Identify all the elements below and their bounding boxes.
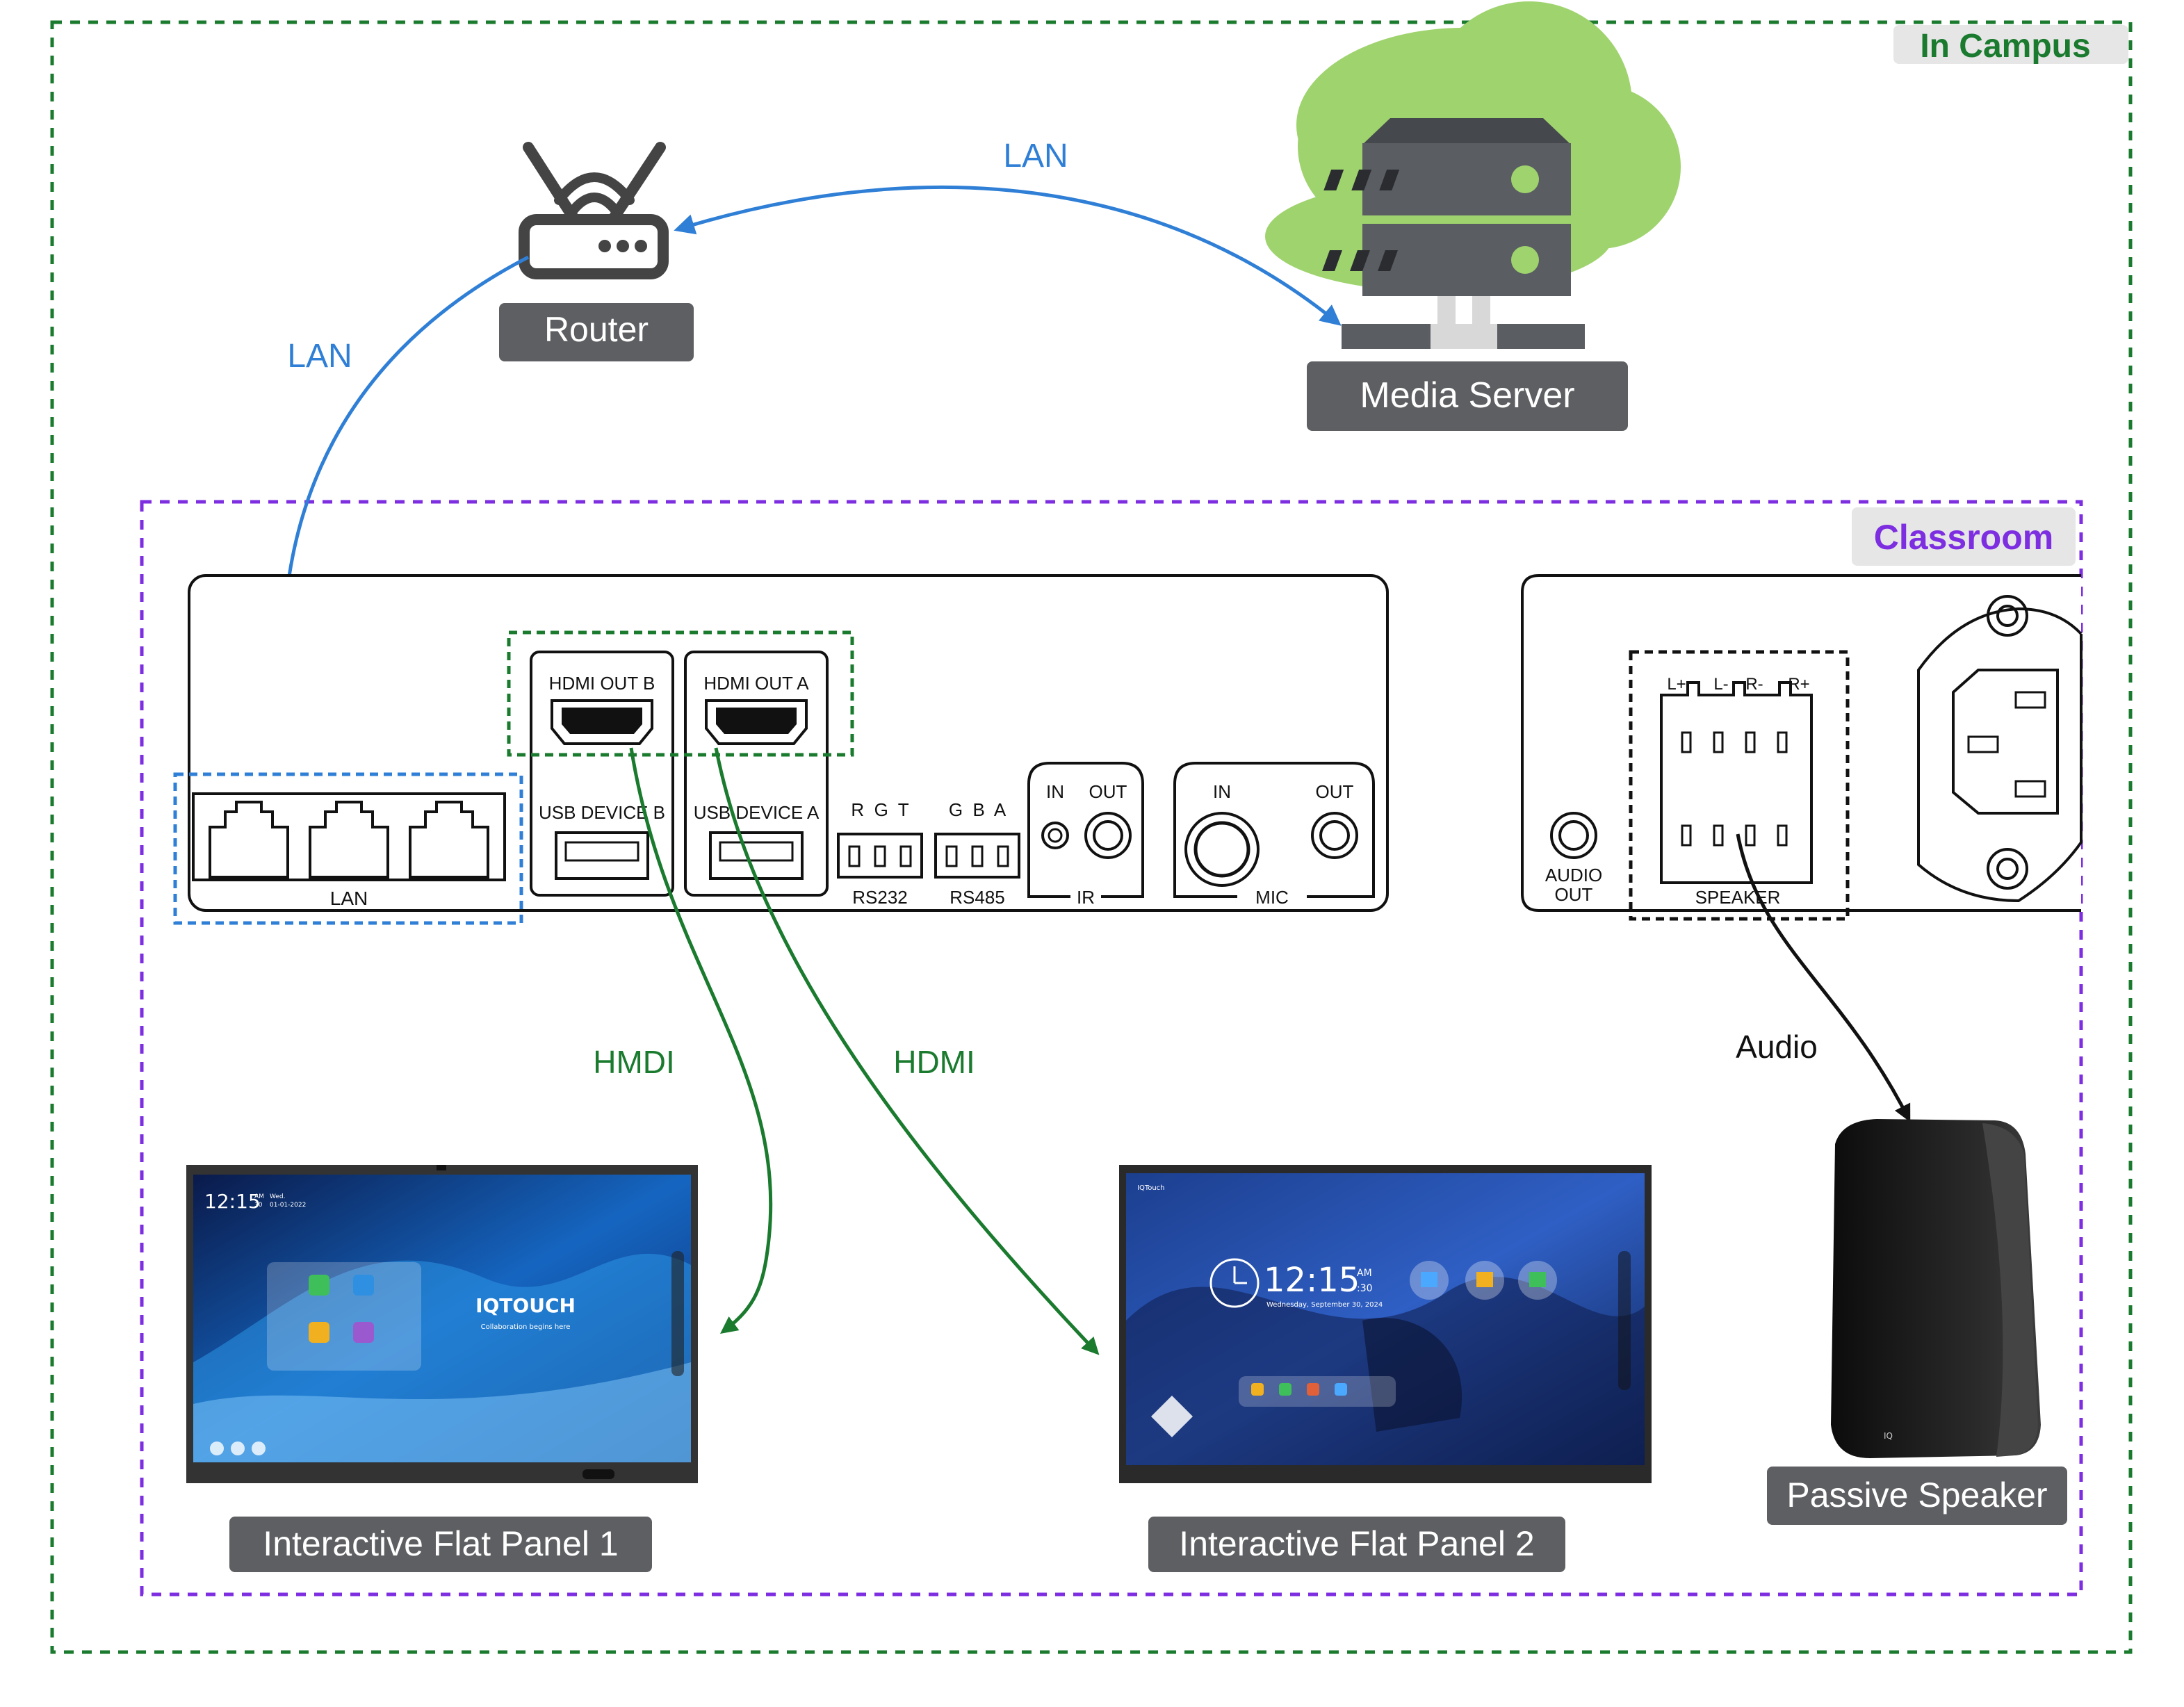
audio-out-port: AUDIO OUT <box>1545 812 1602 905</box>
hdmi-out-a-port <box>705 699 808 745</box>
speaker-badge: IQ <box>1884 1431 1893 1441</box>
panel2-seconds: :30 <box>1357 1283 1373 1294</box>
connection-hdmi-b-label: HMDI <box>593 1044 675 1080</box>
lan-port-1 <box>209 801 289 879</box>
panel2-date: Wednesday, September 30, 2024 <box>1266 1301 1383 1309</box>
controller-rear-panel: LAN HDMI OUT B USB DEVICE B HDMI OUT A U… <box>173 574 1389 925</box>
panel2-time: 12:15 <box>1264 1261 1360 1300</box>
media-server: Media Server <box>1265 1 1681 431</box>
panel2-brand: IQTouch <box>1137 1184 1165 1192</box>
port-group-a: HDMI OUT A USB DEVICE A <box>684 651 829 897</box>
audio-out-label-2: OUT <box>1555 884 1593 905</box>
mic-in-label: IN <box>1213 781 1231 802</box>
interactive-flat-panel-1: 12:15 AM 30 Wed. 01-01-2022 IQTOUCH Coll… <box>186 1165 698 1572</box>
mic-label: MIC <box>1255 887 1289 908</box>
amplifier-rear-panel: AUDIO OUT L+ L- R- R+ SPEAKER <box>1521 574 2083 921</box>
panel1-date: 01-01-2022 <box>270 1202 306 1209</box>
router-label: Router <box>544 310 649 349</box>
classroom-zone-label: Classroom <box>1874 518 2053 557</box>
speaker-pin-rminus: R- <box>1745 675 1763 694</box>
speaker-terminal: L+ L- R- R+ SPEAKER <box>1629 650 1850 921</box>
media-server-label: Media Server <box>1360 375 1574 416</box>
rs485-port: G B A RS485 <box>934 799 1020 908</box>
hdmi-highlight <box>507 630 854 757</box>
audio-out-label-1: AUDIO <box>1545 865 1602 885</box>
panel2-ampm: AM <box>1357 1268 1372 1279</box>
rs232-label: RS232 <box>852 887 908 908</box>
classroom-zone: Classroom <box>140 500 2083 1596</box>
panel1-seconds: 30 <box>254 1202 263 1209</box>
campus-zone: In Campus <box>50 20 2133 1654</box>
router-icon <box>519 142 669 279</box>
rs232-port: R G T RS232 <box>837 799 923 908</box>
panel1-day: Wed. <box>270 1193 285 1200</box>
speaker-pin-lplus: L+ <box>1667 675 1686 694</box>
connection-hdmi-b: HMDI <box>593 747 773 1334</box>
interactive-flat-panel-2: 12:15 AM :30 Wednesday, September 30, 20… <box>1119 1165 1652 1572</box>
lan-port-label: LAN <box>330 888 368 909</box>
panel2-label: Interactive Flat Panel 2 <box>1179 1524 1534 1563</box>
connection-router-lan-label: LAN <box>287 338 352 375</box>
hdmi-out-b-port <box>551 699 653 745</box>
panel1-ampm: AM <box>254 1193 264 1200</box>
rs232-pins: R G T <box>851 799 908 820</box>
lan-ports: LAN <box>173 772 523 925</box>
lan-port-3 <box>409 801 489 879</box>
hdmi-out-a-label: HDMI OUT A <box>703 673 809 694</box>
connection-audio-label: Audio <box>1736 1029 1818 1065</box>
panel1-brand: IQTOUCH <box>475 1294 576 1317</box>
hdmi-out-b-label: HDMI OUT B <box>549 673 655 694</box>
mic-out-label: OUT <box>1316 781 1354 802</box>
passive-speaker: IQ Passive Speaker <box>1767 1119 2067 1525</box>
usb-device-a-label: USB DEVICE A <box>694 802 820 823</box>
speaker-terminal-label: SPEAKER <box>1695 887 1781 908</box>
campus-zone-label: In Campus <box>1920 28 2090 65</box>
rs485-pins: G B A <box>949 799 1007 820</box>
router: Router <box>499 142 694 361</box>
panel1-time: 12:15 <box>204 1190 261 1213</box>
connection-hdmi-a-label: HDMI <box>893 1044 975 1080</box>
mic-ports: IN OUT MIC <box>1173 762 1375 908</box>
connection-router-server: LAN <box>674 138 1342 326</box>
ir-ports: IN OUT IR <box>1027 762 1144 908</box>
ir-label: IR <box>1077 887 1095 908</box>
lan-port-2 <box>309 801 389 879</box>
connection-hdmi-a: HDMI <box>714 747 1100 1355</box>
ir-in-label: IN <box>1046 781 1064 802</box>
panel1-label: Interactive Flat Panel 1 <box>263 1524 618 1563</box>
speaker-pin-lminus: L- <box>1713 675 1728 694</box>
ir-out-label: OUT <box>1089 781 1127 802</box>
connection-audio: Audio <box>1736 833 1911 1122</box>
speaker-icon <box>1831 1119 2041 1458</box>
passive-speaker-label: Passive Speaker <box>1786 1476 2047 1514</box>
connection-router-server-label: LAN <box>1003 138 1068 174</box>
usb-device-b-port <box>555 831 649 880</box>
panel1-tagline: Collaboration begins here <box>481 1323 571 1331</box>
rs485-label: RS485 <box>950 887 1005 908</box>
power-socket <box>1917 595 2083 903</box>
